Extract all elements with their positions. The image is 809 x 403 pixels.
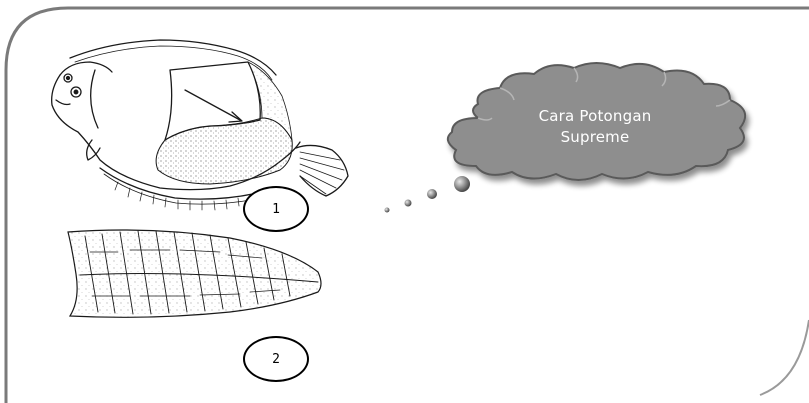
cloud-caption-line1: Cara Potongan [500, 106, 690, 127]
slide-frame-right [760, 320, 809, 395]
step-badge-1: 1 [243, 186, 309, 232]
thought-dot-3 [427, 189, 437, 199]
thought-dot-2 [405, 200, 412, 207]
thought-dot-4 [454, 176, 470, 192]
fillet-illustration [68, 230, 321, 317]
cloud-caption: Cara Potongan Supreme [500, 106, 690, 148]
step-badge-2: 2 [243, 336, 309, 382]
step-badge-label: 1 [272, 202, 280, 217]
step-badge-label: 2 [272, 352, 280, 367]
flatfish-illustration [52, 40, 348, 210]
thought-dot-1 [385, 208, 390, 213]
cloud-caption-line2: Supreme [500, 127, 690, 148]
